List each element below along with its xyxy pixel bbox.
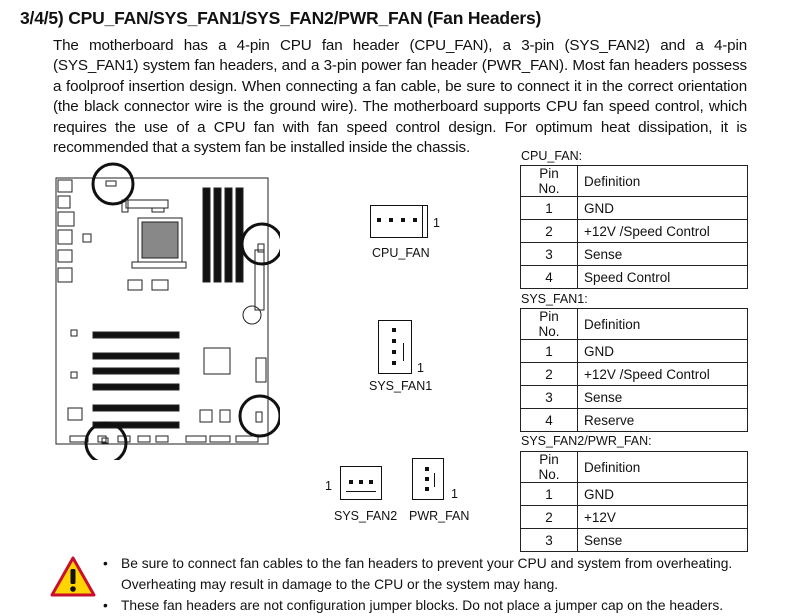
pwr-fan-pin1-label: 1 [451, 487, 458, 501]
pwr-fan-label: PWR_FAN [409, 509, 470, 523]
pin-no-header: Pin No. [520, 308, 578, 340]
sys-fan2-pin1-label: 1 [325, 479, 332, 493]
pin-definition: Sense [577, 242, 748, 266]
sys-fan1-label: SYS_FAN1 [369, 379, 433, 393]
sys-fan1-connector [378, 320, 412, 374]
pin-no-header: Pin No. [520, 165, 578, 197]
motherboard-illustration [55, 162, 280, 460]
pin-number: 3 [520, 242, 578, 266]
pin-definition: Speed Control [577, 265, 748, 289]
pin-definition: GND [577, 196, 748, 220]
sys-fan1-pin1-label: 1 [417, 361, 424, 375]
section-title: 3/4/5) CPU_FAN/SYS_FAN1/SYS_FAN2/PWR_FAN… [20, 8, 542, 28]
note-item: Be sure to connect fan cables to the fan… [103, 553, 753, 595]
sys-fan2-pwr-fan-table-caption: SYS_FAN2/PWR_FAN: [521, 434, 652, 448]
pin-number: 2 [520, 362, 578, 386]
definition-header: Definition [577, 165, 748, 197]
pin-definition: GND [577, 339, 748, 363]
sys-fan1-table-caption: SYS_FAN1: [521, 292, 588, 306]
definition-header: Definition [577, 451, 748, 483]
table-header-row: Pin No. Definition [520, 451, 748, 483]
note-item: These fan headers are not configuration … [103, 595, 753, 616]
pin-number: 2 [520, 505, 578, 529]
pwr-fan-connector [412, 458, 444, 500]
pin-definition: +12V [577, 505, 748, 529]
definition-header: Definition [577, 308, 748, 340]
pin-number: 1 [520, 482, 578, 506]
warning-notes: Be sure to connect fan cables to the fan… [103, 553, 753, 616]
cpu-fan-pin1-label: 1 [433, 216, 440, 230]
pin-definition: Sense [577, 385, 748, 409]
pin-number: 3 [520, 385, 578, 409]
warning-triangle-icon [50, 556, 96, 597]
table-header-row: Pin No. Definition [520, 165, 748, 197]
pin-definition: +12V /Speed Control [577, 219, 748, 243]
table-header-row: Pin No. Definition [520, 308, 748, 340]
pin-number: 1 [520, 196, 578, 220]
sys-fan2-connector [340, 466, 382, 500]
pin-number: 1 [520, 339, 578, 363]
table-row: 2+12V /Speed Control [520, 219, 748, 243]
intro-paragraph: The motherboard has a 4-pin CPU fan head… [53, 37, 747, 157]
pin-definition: GND [577, 482, 748, 506]
pin-number: 2 [520, 219, 578, 243]
table-row: 2+12V [520, 505, 748, 529]
cpu-fan-connector [370, 205, 428, 238]
pin-number: 4 [520, 265, 578, 289]
cpu-fan-label: CPU_FAN [372, 246, 430, 260]
pin-number: 4 [520, 408, 578, 432]
cpu-fan-table-caption: CPU_FAN: [521, 149, 583, 163]
pin-definition: Sense [577, 528, 748, 552]
pin-no-header: Pin No. [520, 451, 578, 483]
sys-fan2-label: SYS_FAN2 [334, 509, 398, 523]
pin-definition: Reserve [577, 408, 748, 432]
table-row: 2+12V /Speed Control [520, 362, 748, 386]
pin-number: 3 [520, 528, 578, 552]
pin-definition: +12V /Speed Control [577, 362, 748, 386]
